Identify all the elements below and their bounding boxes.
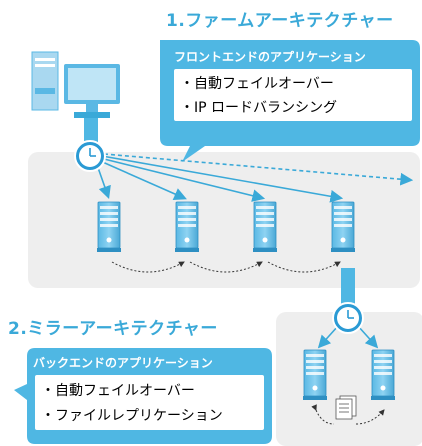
computer-icon	[31, 51, 120, 118]
mirror-callout-heading: バックエンドのアプリケーション	[33, 356, 213, 370]
replication-links	[311, 404, 385, 425]
farm-callout-item: ・自動フェイルオーバー	[180, 76, 334, 92]
clock-icon	[74, 140, 106, 172]
mirror-callout-item: ・自動フェイルオーバー	[41, 383, 195, 399]
farm-title: 1.ファームアーキテクチャー	[166, 11, 394, 31]
farm-distribution-arrows	[95, 153, 414, 203]
clock-icon	[332, 302, 364, 334]
farm-callout-heading: フロントエンドのアプリケーション	[174, 50, 366, 64]
server-icon	[174, 201, 200, 253]
server-icon	[96, 201, 122, 253]
farm-callout: フロントエンドのアプリケーション ・自動フェイルオーバー ・IP ロードバランシ…	[168, 44, 418, 144]
mirror-callout-item: ・ファイルレプリケーション	[41, 408, 223, 424]
document-icon	[335, 395, 357, 420]
server-icon	[370, 349, 396, 401]
farm-callout-item: ・IP ロードバランシング	[180, 100, 338, 116]
mirror-title: 2.ミラーアーキテクチャー	[8, 319, 218, 339]
mirror-panel	[276, 312, 422, 446]
mirror-callout: バックエンドのアプリケーション ・自動フェイルオーバー ・ファイルレプリケーショ…	[27, 350, 272, 444]
server-sync-links	[111, 261, 341, 273]
server-icon	[252, 201, 278, 253]
mirror-distribution-arrows	[317, 325, 379, 349]
farm-panel	[28, 152, 420, 288]
server-icon	[302, 349, 328, 401]
server-icon	[330, 201, 356, 253]
